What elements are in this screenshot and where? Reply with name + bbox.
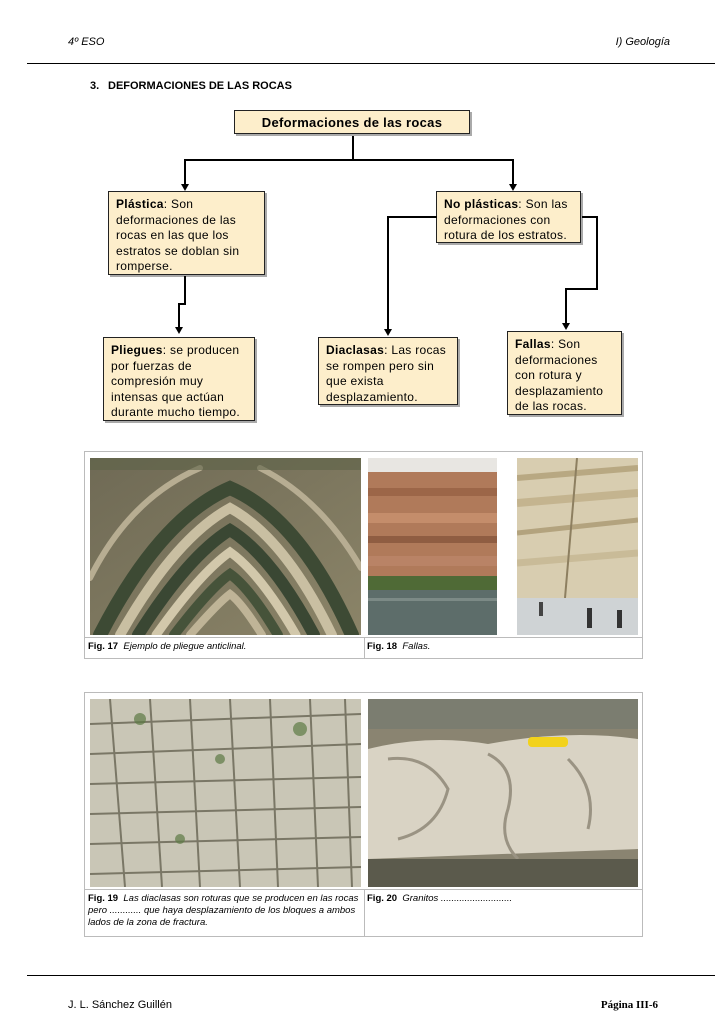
course-label: 4º ESO	[68, 36, 105, 48]
connector	[178, 303, 180, 328]
fallas-term: Fallas	[515, 337, 551, 351]
fig19-number: Fig. 19	[88, 893, 119, 904]
cliff-photo	[368, 458, 497, 635]
fig18-number: Fig. 18	[367, 641, 398, 652]
fig17-number: Fig. 17	[88, 641, 119, 652]
fig19-caption: Fig. 19 Las diaclasas son roturas que se…	[85, 889, 364, 936]
figure-table-2: Fig. 19 Las diaclasas son roturas que se…	[84, 692, 643, 937]
fallas-text: : Son deformaciones con rotura y desplaz…	[515, 337, 604, 413]
fig17-text: Ejemplo de pliegue anticlinal.	[123, 641, 247, 652]
diaclasas-term: Diaclasas	[326, 343, 385, 357]
plastica-node: Plástica: Son deformaciones de las rocas…	[108, 191, 265, 275]
root-node: Deformaciones de las rocas	[234, 110, 470, 134]
connector	[352, 136, 354, 160]
connector	[596, 216, 598, 290]
header-rule	[27, 63, 715, 64]
arrow-icon	[175, 327, 183, 334]
pliegues-node: Pliegues: se producen por fuerzas de com…	[103, 337, 255, 421]
figure-table-1: Fig. 17 Ejemplo de pliegue anticlinal. F…	[84, 451, 643, 659]
connector	[565, 288, 567, 324]
fig18-text: Fallas.	[402, 641, 431, 652]
page-number: Página III-6	[600, 999, 658, 1011]
arrow-icon	[181, 184, 189, 191]
connector	[387, 216, 389, 330]
fig20-text: Granitos ...........................	[402, 893, 513, 904]
diaclasas-text: : Las rocas se rompen pero sin que exist…	[326, 343, 447, 404]
connector	[184, 276, 186, 304]
diaclasas-node: Diaclasas: Las rocas se rompen pero sin …	[318, 337, 458, 405]
section-number: 3.	[90, 80, 100, 92]
author-label: J. L. Sánchez Guillén	[68, 999, 172, 1011]
fold-photo	[90, 458, 361, 635]
no-plasticas-text: : Son las deformaciones con rotura de lo…	[444, 197, 568, 242]
section-text: DEFORMACIONES DE LAS ROCAS	[108, 80, 292, 92]
fig18-caption: Fig. 18 Fallas.	[364, 637, 642, 658]
connector	[387, 216, 437, 218]
fault-photo	[517, 458, 638, 635]
granite-photo	[368, 699, 638, 887]
arrow-icon	[384, 329, 392, 336]
arrow-icon	[509, 184, 517, 191]
no-plasticas-term: No plásticas	[444, 197, 519, 211]
caption-divider	[364, 637, 365, 658]
caption-divider	[364, 889, 365, 936]
fig17-caption: Fig. 17 Ejemplo de pliegue anticlinal.	[85, 637, 364, 658]
fig20-caption: Fig. 20 Granitos .......................…	[364, 889, 642, 936]
pliegues-term: Pliegues	[111, 343, 163, 357]
no-plasticas-node: No plásticas: Son las deformaciones con …	[436, 191, 581, 243]
pliegues-text: : se producen por fuerzas de compresión …	[111, 343, 241, 419]
joints-photo	[90, 699, 361, 887]
root-node-label: Deformaciones de las rocas	[261, 115, 443, 130]
footer-rule	[27, 975, 715, 976]
arrow-icon	[562, 323, 570, 330]
fig19-text: Las diaclasas son roturas que se produce…	[88, 893, 359, 928]
connector	[184, 159, 186, 185]
connector	[178, 303, 186, 305]
fig20-number: Fig. 20	[367, 893, 398, 904]
plastica-text: : Son deformaciones de las rocas en las …	[116, 197, 240, 273]
plastica-term: Plástica	[116, 197, 164, 211]
connector	[565, 288, 598, 290]
connector	[582, 216, 598, 218]
fallas-node: Fallas: Son deformaciones con rotura y d…	[507, 331, 622, 415]
subject-label: I) Geología	[615, 36, 670, 48]
connector	[512, 159, 514, 185]
connector	[184, 159, 514, 161]
